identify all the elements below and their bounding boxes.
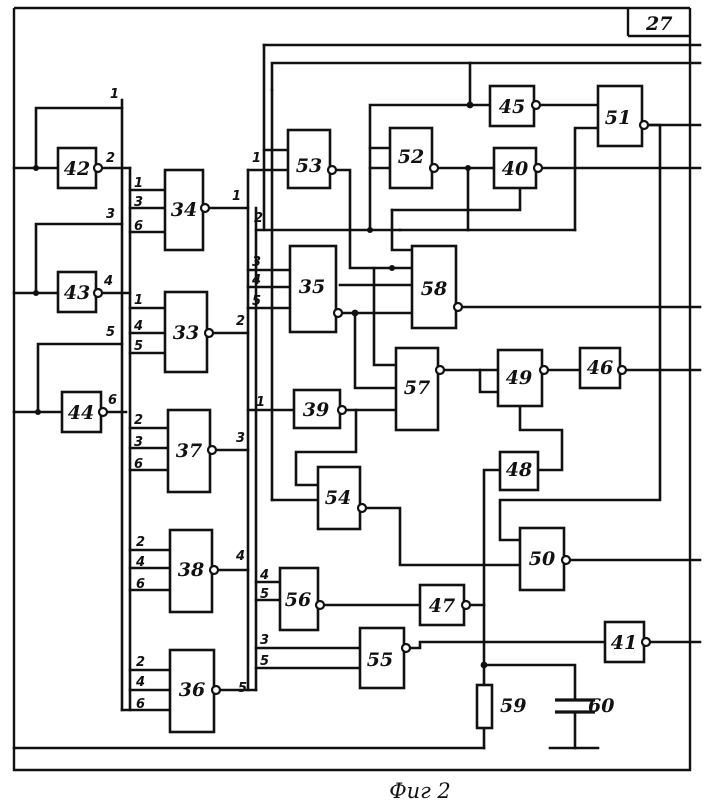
pin-number: 1: [232, 189, 241, 204]
block-label: 49: [506, 367, 532, 389]
block-41: 41: [605, 622, 650, 662]
capacitor-60: 60: [555, 695, 614, 717]
block-label: 56: [285, 589, 311, 611]
pin-number: 2: [254, 211, 263, 226]
block-36: 36: [170, 650, 220, 732]
pin-number: 2: [236, 314, 245, 329]
block-57: 57: [396, 348, 444, 430]
block-42: 42: [58, 148, 102, 188]
block-label: 50: [529, 548, 555, 570]
block-45: 45: [490, 86, 540, 126]
block-label: 53: [296, 155, 322, 177]
block-label: 38: [178, 559, 204, 581]
block-label: 36: [179, 679, 205, 701]
block-38: 38: [170, 530, 218, 612]
pin-number: 4: [103, 274, 113, 289]
block-43: 43: [58, 272, 102, 312]
block-47: 47: [420, 585, 470, 625]
block-34: 34: [165, 170, 209, 250]
block-39: 39: [294, 390, 346, 428]
block-label: 51: [605, 107, 631, 129]
block-label: 54: [325, 487, 351, 509]
pin-number: 5: [106, 325, 115, 340]
block-label: 43: [64, 282, 90, 304]
pin-number: 3: [260, 633, 269, 648]
pin-number: 4: [251, 273, 261, 288]
block-label: 39: [303, 399, 329, 421]
component-label: 60: [588, 695, 614, 717]
block-49: 49: [498, 350, 548, 406]
block-label: 33: [173, 322, 199, 344]
pin-number: 3: [134, 195, 143, 210]
block-54: 54: [318, 467, 366, 529]
block-label: 55: [367, 649, 393, 671]
block-label: 35: [299, 276, 325, 298]
block-35: 35: [290, 246, 342, 332]
block-53: 53: [288, 130, 336, 188]
pin-number: 4: [235, 549, 245, 564]
pin-number: 5: [260, 587, 269, 602]
pin-number: 5: [260, 654, 269, 669]
block-label: 42: [64, 158, 90, 180]
pin-number: 4: [133, 319, 143, 334]
frame-number: 27: [645, 13, 672, 35]
pin-number: 4: [259, 568, 269, 583]
block-40: 40: [494, 148, 542, 188]
block-label: 52: [398, 146, 424, 168]
pin-number: 3: [134, 435, 143, 450]
block-33: 33: [165, 292, 213, 372]
pin-number: 2: [106, 151, 115, 166]
block-44: 44: [62, 392, 107, 432]
pin-number: 1: [134, 293, 143, 308]
block-label: 37: [176, 440, 202, 462]
block-37: 37: [168, 410, 216, 492]
pin-number: 5: [238, 681, 247, 696]
pin-number: 2: [136, 535, 145, 550]
pin-number: 6: [134, 457, 143, 472]
block-label: 40: [502, 158, 528, 180]
pin-number: 1: [252, 151, 261, 166]
block-label: 58: [421, 278, 447, 300]
block-58: 58: [412, 246, 462, 328]
pin-number: 1: [134, 176, 143, 191]
block-50: 50: [520, 528, 570, 590]
pin-number: 5: [252, 294, 261, 309]
pin-number: 6: [108, 393, 117, 408]
block-51: 51: [598, 86, 648, 146]
pin-number: 4: [135, 555, 145, 570]
block-52: 52: [390, 128, 438, 188]
block-label: 57: [404, 377, 430, 399]
block-label: 34: [171, 199, 197, 221]
block-56: 56: [280, 568, 324, 630]
resistor-59: 59: [477, 685, 526, 728]
pin-number: 4: [135, 675, 145, 690]
block-label: 48: [506, 459, 532, 481]
pin-number: 3: [252, 255, 261, 270]
block-48: 48: [500, 452, 538, 490]
block-label: 41: [611, 632, 637, 654]
pin-number: 6: [134, 219, 143, 234]
pin-number: 3: [236, 431, 245, 446]
block-label: 47: [429, 595, 455, 617]
pin-number: 1: [110, 87, 119, 102]
block-55: 55: [360, 628, 410, 688]
block-label: 46: [587, 357, 613, 379]
pin-number: 6: [136, 697, 145, 712]
figure-caption: Фиг 2: [389, 779, 451, 803]
block-46: 46: [580, 348, 626, 388]
block-label: 45: [499, 96, 525, 118]
pin-number: 2: [136, 655, 145, 670]
pin-number: 6: [136, 577, 145, 592]
pin-number: 3: [106, 207, 115, 222]
block-label: 44: [68, 402, 94, 424]
component-label: 59: [500, 695, 526, 717]
pin-number: 2: [134, 413, 143, 428]
pin-number: 5: [134, 339, 143, 354]
pin-number: 1: [256, 395, 265, 410]
